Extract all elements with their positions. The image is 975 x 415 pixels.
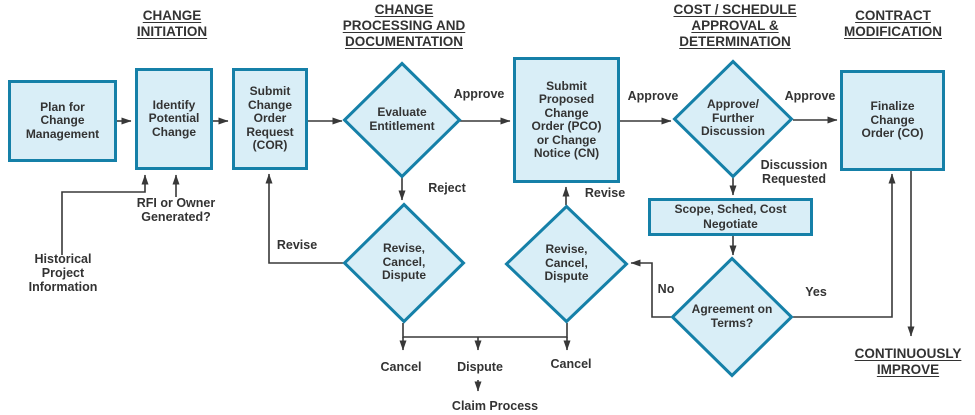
label-yes: Yes xyxy=(805,285,827,299)
connector-rcd1-revise-to-cor xyxy=(265,173,344,264)
node-scope-sched-cost-negotiate: Scope, Sched, Cost Negotiate xyxy=(648,198,813,236)
connector-bottom-bus xyxy=(402,323,568,338)
label-approve-2: Approve xyxy=(627,89,679,103)
node-finalize-change-order: Finalize Change Order (CO) xyxy=(840,70,945,171)
agreement-on-terms-diamond xyxy=(670,256,794,378)
node-identify-potential-change: Identify Potential Change xyxy=(135,68,213,170)
label-approve-1: Approve xyxy=(453,87,505,101)
header-change-initiation: CHANGE INITIATION xyxy=(136,8,208,39)
connector-historical-to-identify xyxy=(61,174,149,255)
header-cost-schedule: COST / SCHEDULE APPROVAL & DETERMINATION xyxy=(673,2,797,49)
evaluate-entitlement-diamond xyxy=(342,61,462,179)
header-contract-modification: CONTRACT MODIFICATION xyxy=(844,8,942,39)
label-cancel-left: Cancel xyxy=(380,360,422,374)
connector-agreement-yes-to-finalize xyxy=(793,173,896,318)
label-dispute: Dispute xyxy=(457,360,503,374)
label-revise-mid: Revise xyxy=(584,186,626,200)
label-claim-process: Claim Process xyxy=(451,399,539,413)
node-submit-change-order-request: Submit Change Order Request (COR) xyxy=(232,68,308,170)
label-approve-3: Approve xyxy=(784,89,836,103)
label-revise-left: Revise xyxy=(276,238,318,252)
revise-cancel-dispute-2-diamond xyxy=(504,204,629,324)
node-plan-for-change-management: Plan for Change Management xyxy=(8,80,117,162)
header-continuously-improve: CONTINUOUSLY IMPROVE xyxy=(854,346,962,377)
label-historical-project-information: Historical Project Information xyxy=(28,252,98,294)
label-rfi-or-owner-generated: RFI or Owner Generated? xyxy=(136,196,216,224)
connector-agreement-no-to-rcd2 xyxy=(630,259,671,318)
label-discussion-requested: Discussion Requested xyxy=(760,158,828,186)
node-submit-proposed-change-order: Submit Proposed Change Order (PCO) or Ch… xyxy=(513,57,620,183)
label-reject: Reject xyxy=(428,181,466,195)
revise-cancel-dispute-1-diamond xyxy=(342,202,466,324)
header-change-processing: CHANGE PROCESSING AND DOCUMENTATION xyxy=(342,2,466,49)
approve-further-discussion-diamond xyxy=(672,59,794,179)
label-cancel-right: Cancel xyxy=(550,357,592,371)
label-no: No xyxy=(657,282,675,296)
